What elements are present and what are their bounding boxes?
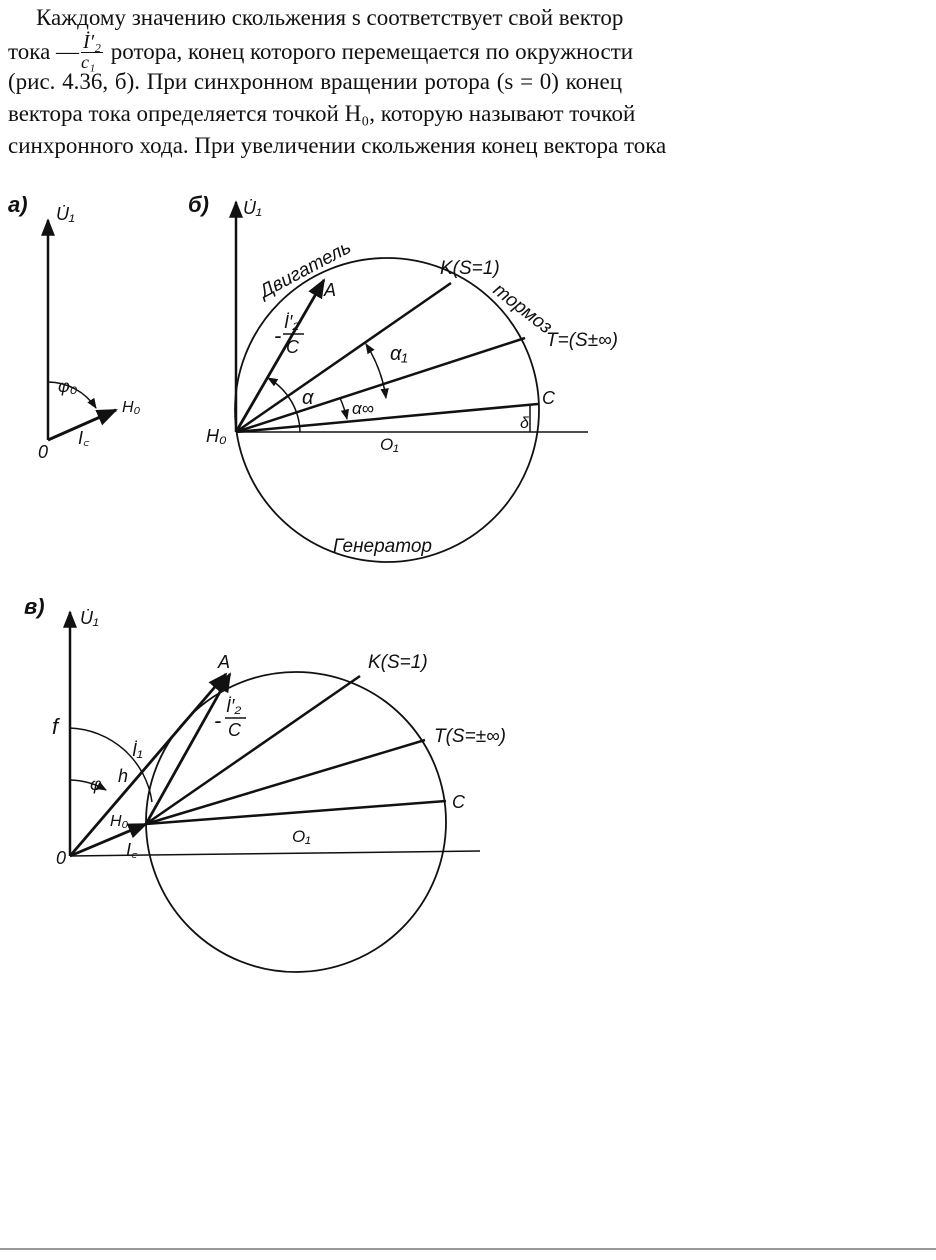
alpha1-arc (365, 343, 389, 400)
f-h-arc (69, 727, 153, 803)
u1-label-b: U̇₁ (243, 198, 262, 218)
h0-label-a: H₀ (122, 399, 141, 416)
point-t-label-v: T(S=±∞) (434, 726, 506, 747)
stator-current-vector (68, 672, 228, 857)
panel-b-label: б) (188, 192, 209, 217)
fraction-numerator: İ′₂ (81, 31, 104, 53)
phi0-arc (47, 381, 97, 409)
phi0-label: φ₀ (58, 376, 78, 396)
ic-label-v: I꜀ (126, 840, 138, 860)
current-circle-b (234, 257, 540, 563)
phi-arc (69, 779, 107, 791)
motor-region-label: Двигатель (255, 237, 355, 303)
panel-a: а) U̇₁ φ₀ H₀ I꜀ 0 (8, 192, 141, 462)
origin-label-a: 0 (38, 442, 48, 462)
body-paragraph: Каждому значению скольжения s соответств… (8, 2, 667, 162)
paragraph-line-1: Каждому значению скольжения s соответств… (36, 5, 624, 30)
alpha-arc (267, 377, 301, 433)
line2-end: ротора, конец которого перемещается по о… (105, 38, 634, 64)
rotor-current-num-v: İ′₂ (226, 696, 241, 716)
circle-diagram-figure: а) U̇₁ φ₀ H₀ I꜀ 0 б) U̇₁ Двигатель (8, 192, 618, 973)
panel-v-label: в) (24, 594, 45, 619)
delta-label: δ (520, 415, 530, 432)
ic-label-a: I꜀ (78, 428, 90, 448)
minus-sign-b: - (274, 323, 281, 348)
fraction-denominator: c₁ (81, 52, 96, 72)
no-load-current-vector (47, 408, 118, 442)
alpha1-label: α₁ (390, 343, 408, 365)
rotor-current-vector-b (234, 278, 326, 433)
rotor-current-den-v: C (228, 720, 242, 740)
stator-current-label: İ₁ (132, 740, 143, 760)
h0-label-b: H₀ (206, 426, 227, 446)
page-bottom-border (0, 1248, 936, 1250)
point-a-label-b: A (323, 280, 336, 300)
paragraph-line-3: (рис. 4.36, б). При синхронном вращении … (8, 69, 622, 94)
point-c-label-v: C (452, 792, 466, 812)
point-f-label: f (52, 714, 61, 739)
h0-label-v: H₀ (110, 813, 129, 830)
rotor-current-vector-v (144, 672, 232, 825)
panel-a-label: а) (8, 192, 28, 217)
generator-region-label: Генератор (333, 536, 432, 557)
u1-label: U̇₁ (56, 204, 75, 224)
origin-label-v: 0 (56, 848, 66, 868)
center-o1-label-v: O₁ (292, 827, 311, 846)
center-o1-label-b: O₁ (380, 435, 399, 454)
horizontal-axis-v (69, 850, 481, 857)
chord-h0-c (235, 402, 539, 434)
phi-label: φ (90, 774, 102, 794)
u1-label-v: U̇₁ (80, 608, 99, 628)
paragraph-line-4: вектора тока определяется точкой H₀, кот… (8, 101, 636, 126)
no-load-current-vector-v (69, 822, 148, 858)
rotor-current-den-b: C (286, 337, 300, 357)
point-h-label: h (118, 766, 128, 786)
line2-start: тока — (8, 38, 80, 64)
chord-h0-t-v (145, 738, 426, 826)
chord-h0-k (235, 281, 452, 434)
chord-h0-c-v (145, 799, 447, 826)
minus-sign-v: - (214, 708, 221, 733)
panel-v: в) U̇₁ A K(S=1) T(S=±∞) C O₁ f h İ₁ φ H₀… (24, 594, 506, 973)
rotor-current-num-b: İ′₂ (284, 312, 299, 332)
point-t-label-b: T=(S±∞) (546, 330, 618, 351)
point-k-label-b: K(S=1) (440, 258, 500, 279)
chord-h0-k-v (145, 674, 361, 826)
alpha-inf-arc (339, 397, 350, 421)
point-c-label-b: C (542, 388, 556, 408)
panel-b: б) U̇₁ Двигатель тормоз Генератор K(S=1)… (188, 192, 618, 563)
current-circle-v (145, 671, 447, 973)
point-a-label-v: A (217, 652, 230, 672)
alpha-inf-label: α∞ (352, 399, 374, 418)
paragraph-line-5: синхронного хода. При увеличении скольже… (8, 133, 667, 158)
alpha-label: α (302, 387, 314, 409)
point-k-label-v: K(S=1) (368, 652, 428, 673)
